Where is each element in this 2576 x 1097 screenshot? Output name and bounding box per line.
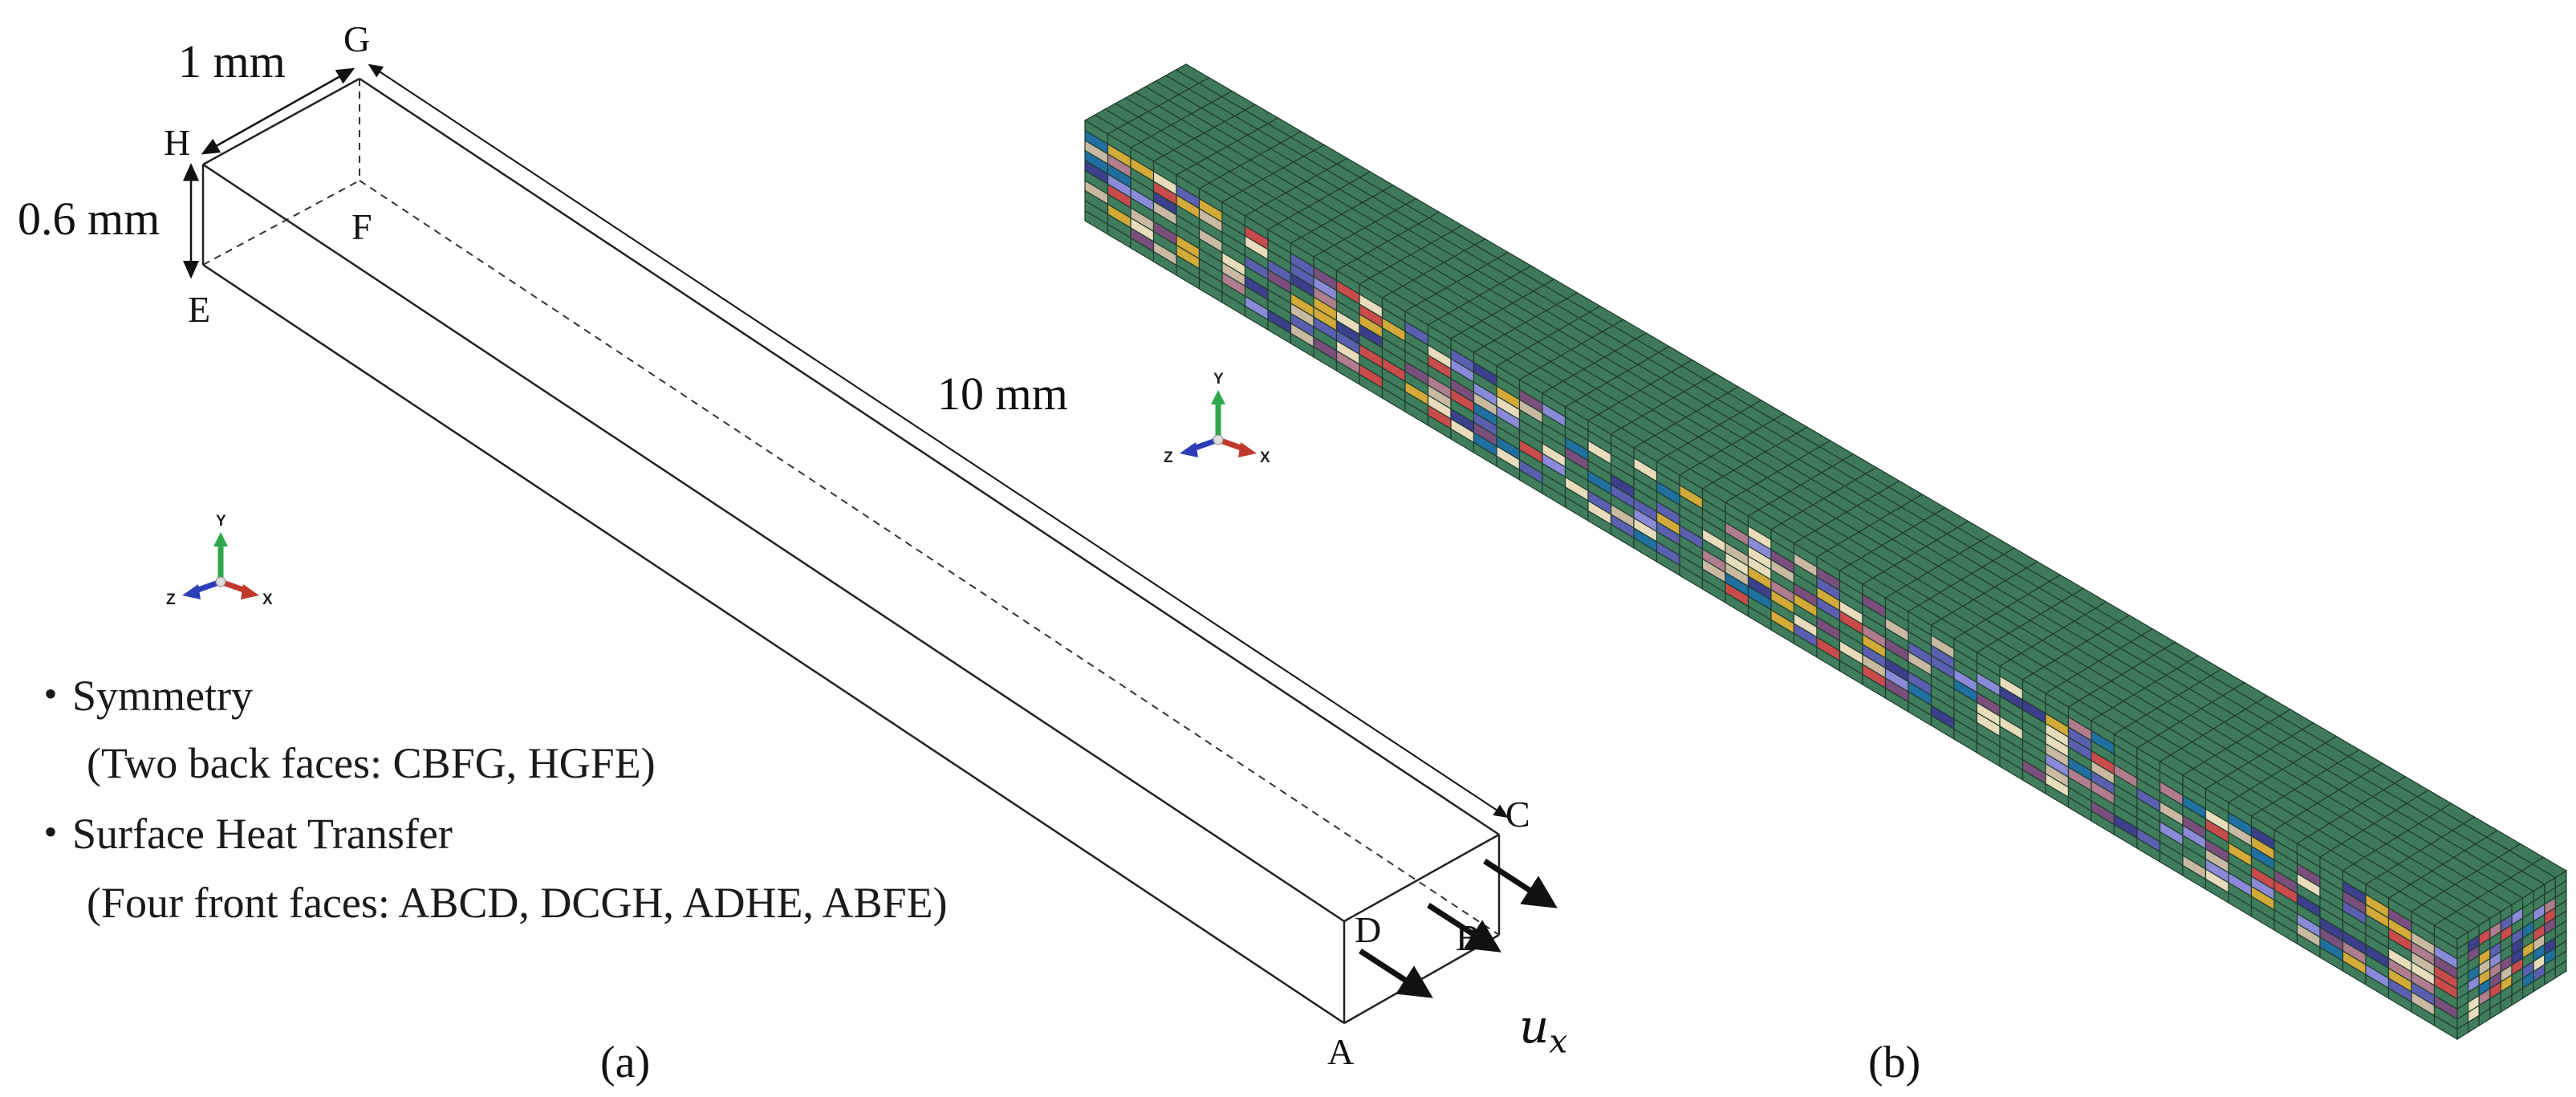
dim-height-label: 0.6 mm <box>18 193 160 245</box>
point-label-G: G <box>343 18 371 59</box>
caption-b: (b) <box>1868 1038 1921 1087</box>
y-axis-label: Y <box>216 513 226 530</box>
note-2-title: ・Surface Heat Transfer <box>29 812 453 855</box>
dim-length-arrow <box>368 63 1509 819</box>
point-label-B: B <box>1456 917 1481 958</box>
note-1-detail: (Two back faces: CBFG, HGFE) <box>87 739 656 787</box>
x-axis-label: X <box>262 591 273 608</box>
note-2-bullet: ・ <box>29 810 72 858</box>
note-1-title: ・Symmetry <box>29 674 253 717</box>
z-axis-label-b: Z <box>1164 449 1173 466</box>
mesh-end-cell <box>2554 960 2567 979</box>
point-label-D: D <box>1355 909 1382 950</box>
note-2-title-text: Surface Heat Transfer <box>72 810 453 858</box>
z-axis-head <box>182 584 201 599</box>
point-label-H: H <box>164 122 191 163</box>
x-axis-head-b <box>1238 442 1257 457</box>
dim-width-arrow <box>201 67 356 155</box>
z-axis-label: Z <box>166 591 176 608</box>
point-label-F: F <box>351 206 372 247</box>
point-label-E: E <box>188 289 211 330</box>
edge-E-F <box>202 180 360 266</box>
note-2-detail: (Four front faces: ABCD, DCGH, ADHE, ABF… <box>87 879 948 927</box>
load-arrows <box>1359 859 1558 998</box>
load-symbol: u <box>1519 999 1550 1054</box>
caption-a: (a) <box>600 1038 651 1087</box>
z-axis-head-b <box>1180 442 1198 457</box>
y-axis-head <box>213 532 228 546</box>
point-label-C: C <box>1505 794 1530 835</box>
edge-D-C <box>1343 833 1500 923</box>
load-arrow-2 <box>1427 903 1501 953</box>
note-1-title-text: Symmetry <box>72 672 253 720</box>
edge-H-D <box>202 163 1345 923</box>
x-axis-head <box>241 584 259 599</box>
load-arrow-1 <box>1359 949 1433 998</box>
dim-width-label: 1 mm <box>178 35 286 87</box>
note-1-bullet: ・ <box>29 672 72 720</box>
y-axis-head-b <box>1211 390 1225 404</box>
x-axis-label-b: X <box>1260 449 1270 466</box>
mesh-top-cell <box>2531 856 2568 879</box>
axis-triad-a: Y X Z <box>166 513 273 608</box>
y-axis-label-b: Y <box>1213 371 1224 388</box>
dim-length-label: 10 mm <box>937 368 1068 420</box>
point-label-A: A <box>1327 1031 1355 1072</box>
panel-b-mesh <box>1083 63 2568 1041</box>
axis-triad-b: Y X Z <box>1164 371 1270 466</box>
edge-H-G <box>202 77 360 166</box>
load-subscript: x <box>1549 1022 1568 1061</box>
load-arrow-3 <box>1483 859 1558 908</box>
load-label: ux <box>1519 1003 1567 1058</box>
